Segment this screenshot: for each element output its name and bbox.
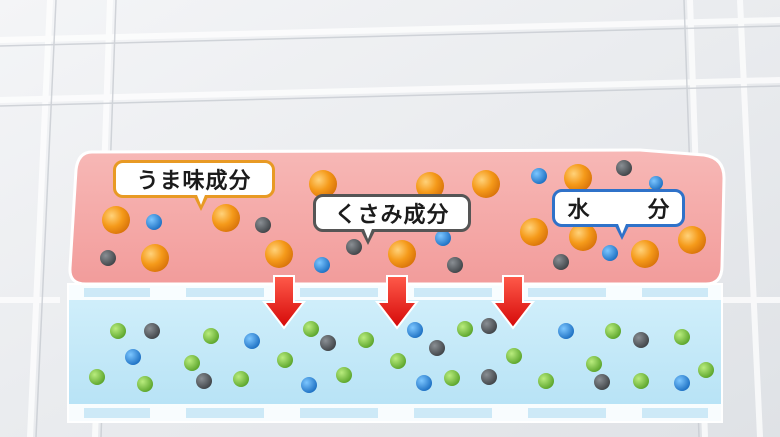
- umami-particle: [631, 240, 659, 268]
- sheet-particles: [89, 318, 714, 393]
- umami-particle: [309, 170, 337, 198]
- umami-particle: [265, 240, 293, 268]
- water-label-callout: 水 分: [552, 189, 688, 240]
- sheet-water-particle: [416, 375, 432, 391]
- sheet-green-particle: [89, 369, 105, 385]
- water-particle: [531, 168, 547, 184]
- umami-particle: [678, 226, 706, 254]
- odor-particle: [100, 250, 116, 266]
- arrows: [261, 275, 536, 330]
- odor-particle: [447, 257, 463, 273]
- sheet-green-particle: [110, 323, 126, 339]
- odor-particle: [255, 217, 271, 233]
- sheet-green-particle: [674, 329, 690, 345]
- sheet-layer: [67, 283, 723, 423]
- sheet-odor-particle: [320, 335, 336, 351]
- down-arrow: [490, 275, 536, 330]
- sheet-green-particle: [203, 328, 219, 344]
- down-arrow: [261, 275, 307, 330]
- sheet-odor-particle: [633, 332, 649, 348]
- sheet-odor-particle: [144, 323, 160, 339]
- water-label: 水 分: [567, 198, 688, 223]
- callout-pointer: [194, 195, 208, 211]
- sheet-odor-particle: [481, 318, 497, 334]
- sheet-green-particle: [233, 371, 249, 387]
- water-particle: [649, 176, 663, 190]
- sheet-green-particle: [137, 376, 153, 392]
- sheet-green-particle: [390, 353, 406, 369]
- water-particle: [602, 245, 618, 261]
- sheet-green-particle: [457, 321, 473, 337]
- sheet-green-particle: [277, 352, 293, 368]
- sheet-water-particle: [407, 322, 423, 338]
- down-arrow: [374, 275, 420, 330]
- sheet-odor-particle: [481, 369, 497, 385]
- umami-particle: [520, 218, 548, 246]
- odor-particle: [346, 239, 362, 255]
- odor-label: くさみ成分: [334, 203, 450, 228]
- sheet-water-particle: [674, 375, 690, 391]
- sheet-water-particle: [125, 349, 141, 365]
- sheet-green-particle: [586, 356, 602, 372]
- water-particle: [314, 257, 330, 273]
- sheet-green-particle: [506, 348, 522, 364]
- umami-particle: [569, 223, 597, 251]
- odor-particle: [616, 160, 632, 176]
- sheet-green-particle: [358, 332, 374, 348]
- callout-pointer: [361, 229, 375, 245]
- sheet-water-particle: [558, 323, 574, 339]
- sheet-green-particle: [444, 370, 460, 386]
- sheet-green-particle: [698, 362, 714, 378]
- food-particles: [100, 160, 706, 273]
- callout-pointer: [615, 224, 629, 240]
- sheet-green-particle: [303, 321, 319, 337]
- sheet-odor-particle: [429, 340, 445, 356]
- umami-particle: [564, 164, 592, 192]
- odor-label-callout: くさみ成分: [313, 194, 471, 245]
- sheet-green-particle: [184, 355, 200, 371]
- umami-particle: [141, 244, 169, 272]
- umami-label-callout: うま味成分: [113, 160, 275, 211]
- water-particle: [146, 214, 162, 230]
- sheet-water-particle: [301, 377, 317, 393]
- sheet-green-particle: [336, 367, 352, 383]
- umami-label: うま味成分: [136, 169, 252, 194]
- water-particle: [435, 230, 451, 246]
- sheet-odor-particle: [196, 373, 212, 389]
- sheet-green-particle: [538, 373, 554, 389]
- sheet-green-particle: [605, 323, 621, 339]
- sheet-water-particle: [244, 333, 260, 349]
- sheet-green-particle: [633, 373, 649, 389]
- umami-particle: [212, 204, 240, 232]
- umami-particle: [102, 206, 130, 234]
- umami-particle: [388, 240, 416, 268]
- odor-particle: [553, 254, 569, 270]
- sheet-odor-particle: [594, 374, 610, 390]
- umami-particle: [472, 170, 500, 198]
- umami-particle: [416, 172, 444, 200]
